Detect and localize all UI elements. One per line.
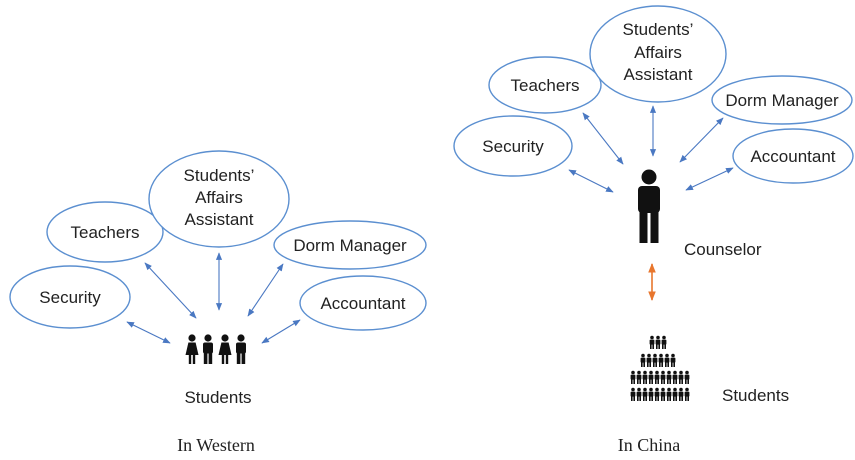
western-arrow-dorm-manager [247,263,284,317]
counselor-label: Counselor [684,240,762,259]
students-pyramid-icon [630,335,690,401]
china-security-label: Security [482,137,544,156]
western-node-teachers: Teachers [46,201,164,263]
western-dorm-manager-label: Dorm Manager [293,236,407,255]
western-students-label: Students [184,388,251,407]
china-students-affairs-line3: Assistant [624,65,693,84]
china-dorm-manager-label: Dorm Manager [725,91,839,110]
china-node-teachers: Teachers [488,56,602,114]
china-arrow-dorm-manager [679,117,724,163]
western-node-students-affairs: Students’ Affairs Assistant [148,150,290,248]
china-node-security: Security [453,115,573,177]
china-node-students-affairs: Students’ Affairs Assistant [589,5,727,103]
china-diagram: Security Teachers Students’ Affairs Assi… [453,5,854,455]
western-node-security: Security [9,265,131,329]
western-students-affairs-line2: Affairs [195,188,243,207]
students-group-icon [185,334,246,364]
western-teachers-label: Teachers [71,223,140,242]
western-accountant-label: Accountant [320,294,405,313]
western-arrow-accountant [261,319,301,344]
china-arrow-security [568,169,614,193]
western-security-label: Security [39,288,101,307]
western-caption: In Western [177,435,255,455]
western-arrow-security [126,321,171,344]
western-node-dorm-manager: Dorm Manager [273,220,427,270]
china-arrow-teachers [582,112,624,165]
western-arrow-teachers [144,262,197,319]
china-students-affairs-line1: Students’ [623,20,694,39]
china-arrow-accountant [685,167,734,191]
china-caption: In China [618,435,681,455]
china-students-label: Students [722,386,789,405]
western-students-affairs-line1: Students’ [184,166,255,185]
china-node-dorm-manager: Dorm Manager [711,75,853,125]
china-students-affairs-line2: Affairs [634,43,682,62]
western-students-affairs-line3: Assistant [185,210,254,229]
counselor-icon [638,169,660,243]
china-node-accountant: Accountant [732,128,854,184]
china-accountant-label: Accountant [750,147,835,166]
western-node-accountant: Accountant [299,275,427,331]
western-diagram: Security Teachers Students’ Affairs Assi… [9,150,427,455]
china-teachers-label: Teachers [511,76,580,95]
